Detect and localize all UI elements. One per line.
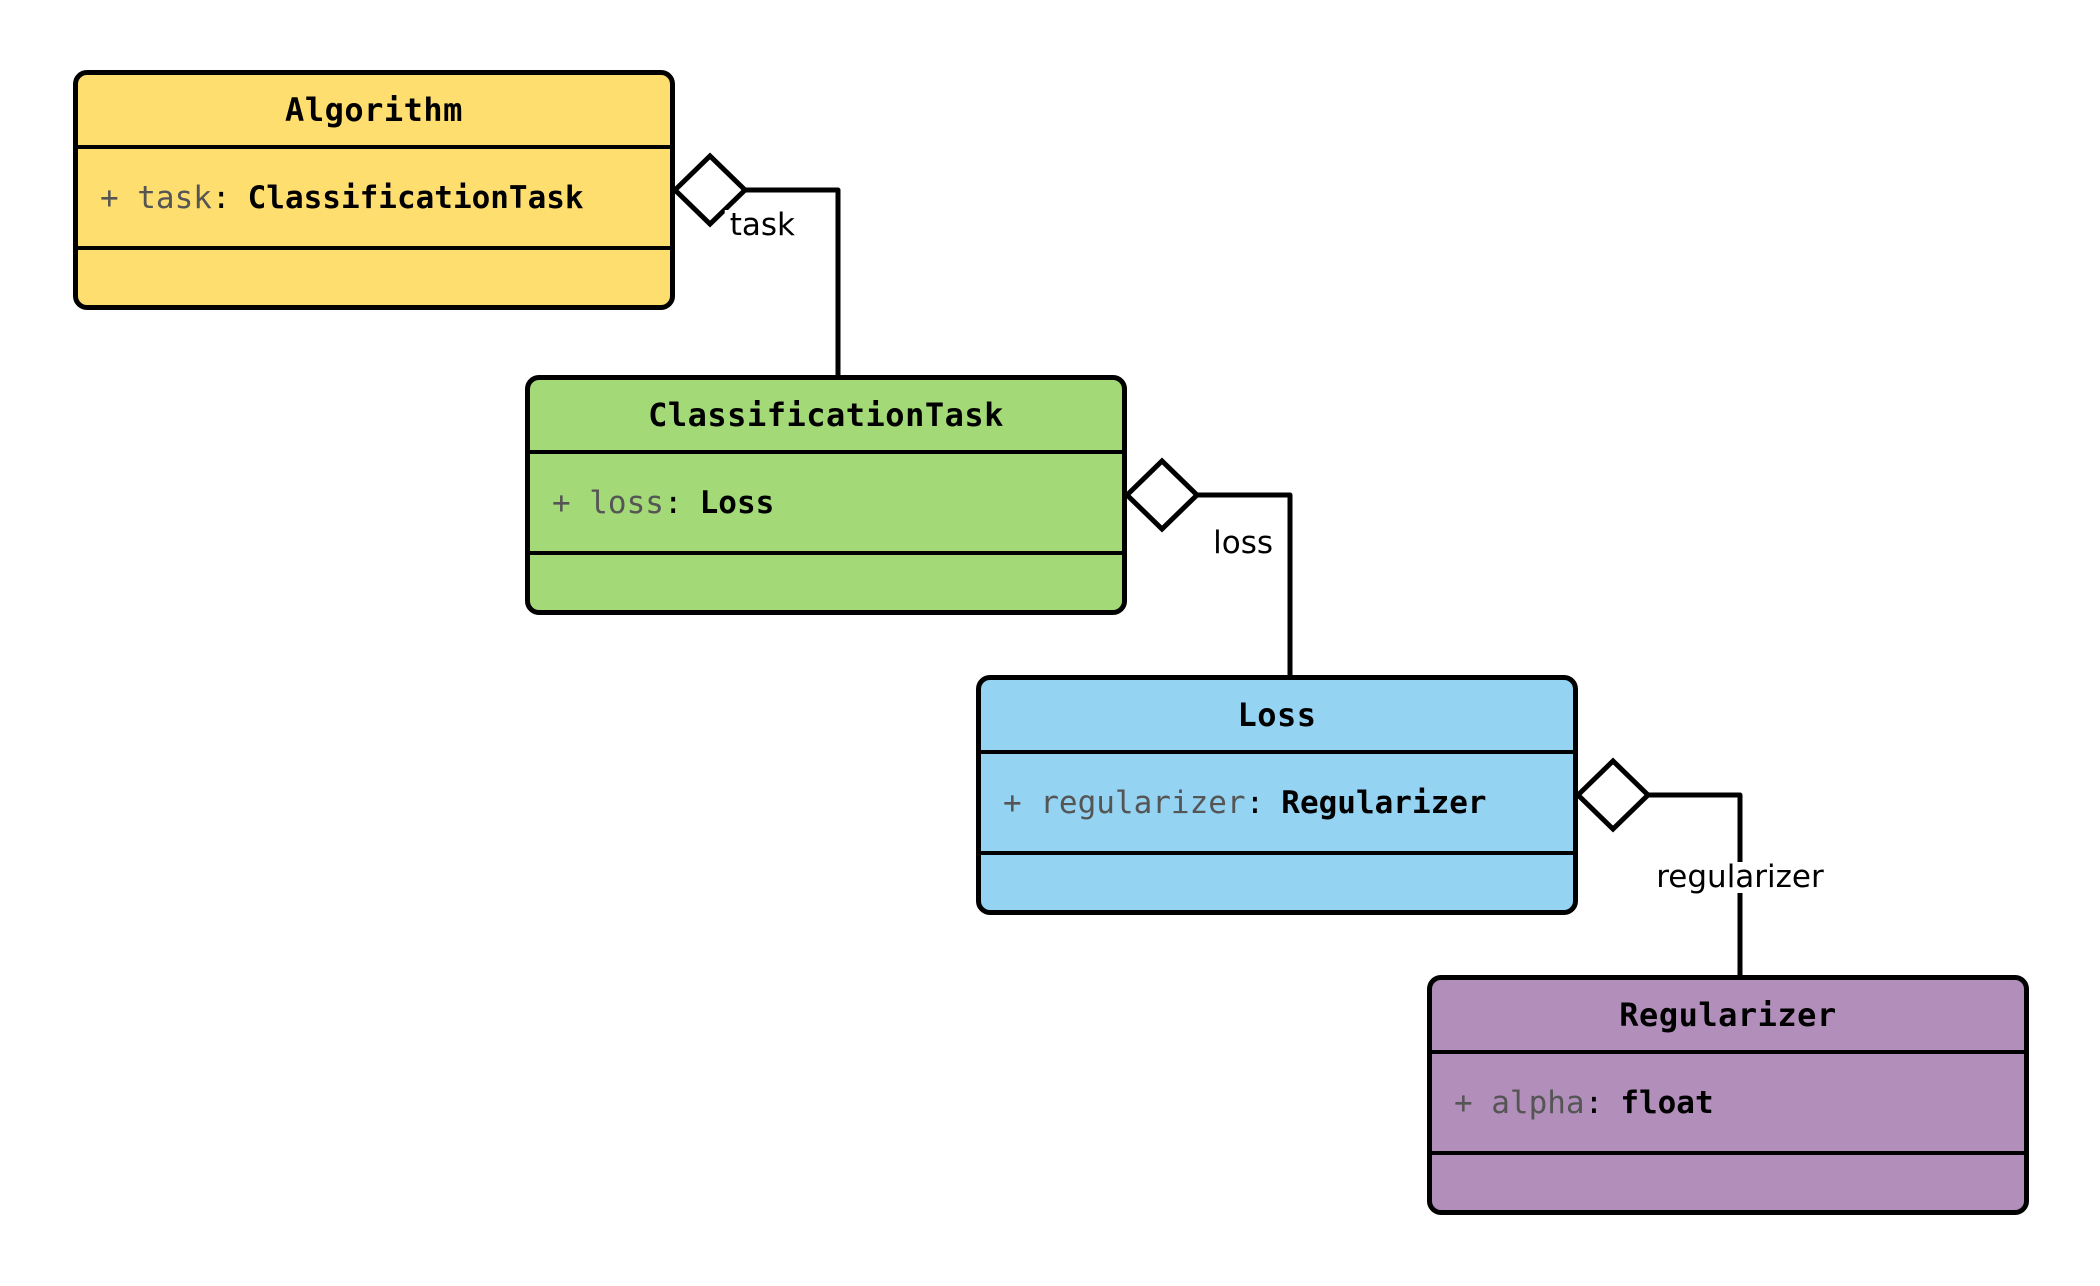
attribute-visibility: + [1003, 784, 1022, 821]
edge-label-task: task [724, 210, 800, 241]
attribute-visibility: + [1454, 1084, 1473, 1121]
class-attributes-loss: + regularizer : Regularizer [981, 754, 1573, 855]
edge-label-regularizer: regularizer [1651, 862, 1829, 893]
attribute-colon: : [211, 179, 231, 216]
uml-class-loss[interactable]: Loss + regularizer : Regularizer [976, 675, 1578, 915]
class-title-regularizer: Regularizer [1432, 980, 2024, 1054]
attribute-name: task [137, 179, 212, 216]
attribute-visibility: + [552, 484, 571, 521]
class-methods-loss [981, 855, 1573, 910]
class-title-classificationtask: ClassificationTask [530, 380, 1122, 454]
uml-class-algorithm[interactable]: Algorithm + task : ClassificationTask [73, 70, 675, 310]
edge-classificationtask-to-loss [1123, 457, 1293, 675]
class-methods-algorithm [78, 250, 670, 305]
attribute-type: Regularizer [1281, 784, 1487, 821]
class-title-algorithm: Algorithm [78, 75, 670, 149]
attribute-colon: : [1584, 1084, 1604, 1121]
aggregation-diamond-regularizer [1574, 757, 1652, 833]
class-methods-classificationtask [530, 555, 1122, 610]
attribute-type: float [1620, 1084, 1714, 1121]
class-title-loss: Loss [981, 680, 1573, 754]
class-methods-regularizer [1432, 1155, 2024, 1210]
edge-algorithm-to-classificationtask [671, 152, 841, 375]
class-attributes-regularizer: + alpha : float [1432, 1054, 2024, 1155]
uml-class-classificationtask[interactable]: ClassificationTask + loss : Loss [525, 375, 1127, 615]
attribute-visibility: + [100, 179, 119, 216]
edge-label-loss: loss [1208, 528, 1278, 559]
aggregation-diamond-loss [1123, 457, 1201, 533]
class-attributes-classificationtask: + loss : Loss [530, 454, 1122, 555]
uml-class-regularizer[interactable]: Regularizer + alpha : float [1427, 975, 2029, 1215]
attribute-colon: : [1245, 784, 1265, 821]
attribute-colon: : [663, 484, 683, 521]
attribute-name: regularizer [1040, 784, 1246, 821]
class-attributes-algorithm: + task : ClassificationTask [78, 149, 670, 250]
edge-line-loss [1162, 492, 1293, 675]
attribute-type: Loss [699, 484, 775, 521]
attribute-type: ClassificationTask [247, 179, 584, 216]
attribute-name: loss [589, 484, 664, 521]
attribute-name: alpha [1491, 1084, 1585, 1121]
